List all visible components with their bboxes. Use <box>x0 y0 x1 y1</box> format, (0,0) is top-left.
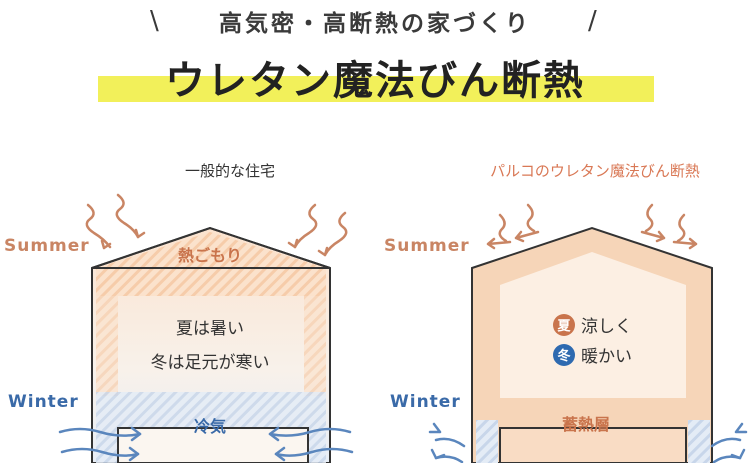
left-sun-arrows <box>85 193 348 257</box>
cold-air-label: 冷気 <box>194 417 227 436</box>
left-inner-line1: 夏は暑い <box>176 319 244 339</box>
right-summer-label: Summer <box>384 236 470 256</box>
heat-storage-label: 蓄熱層 <box>562 415 611 434</box>
subtitle-right-slash: / <box>588 6 597 36</box>
summer-badge: 夏 <box>553 313 575 336</box>
left-wall-right <box>304 296 326 396</box>
right-wind-arrows <box>428 422 748 463</box>
left-winter-label: Winter <box>8 392 79 412</box>
right-wall-cold-right <box>688 420 710 463</box>
left-summer-label: Summer <box>4 236 90 256</box>
right-inner-room <box>500 252 686 398</box>
right-wall-cold-left <box>476 420 498 463</box>
subtitle: 高気密・高断熱の家づくり <box>219 11 531 37</box>
right-house <box>471 226 713 463</box>
winter-legend: 冬 暖かい <box>553 342 632 367</box>
left-attic-heat <box>96 232 326 296</box>
left-wind-arrows <box>58 426 354 462</box>
subtitle-left-slash: \ <box>150 6 159 36</box>
right-foundation <box>499 427 687 463</box>
summer-text: 涼しく <box>581 317 632 337</box>
summer-legend: 夏 涼しく <box>553 312 632 337</box>
winter-text: 暖かい <box>581 347 632 367</box>
left-wall-left <box>96 296 118 396</box>
winter-badge: 冬 <box>553 343 575 366</box>
left-caption: 一般的な住宅 <box>184 162 275 180</box>
right-sun-arrows <box>486 203 698 250</box>
right-caption: パルコのウレタン魔法びん断熱 <box>490 162 700 180</box>
left-inner-text: 夏は暑い 冬は足元が寒い <box>120 312 300 380</box>
attic-heat-label: 熱ごもり <box>178 246 243 265</box>
title-highlight <box>98 76 654 102</box>
page-title: ウレタン魔法びん断熱 <box>165 58 585 104</box>
right-winter-label: Winter <box>390 392 461 412</box>
left-inner-line2: 冬は足元が寒い <box>150 353 270 373</box>
